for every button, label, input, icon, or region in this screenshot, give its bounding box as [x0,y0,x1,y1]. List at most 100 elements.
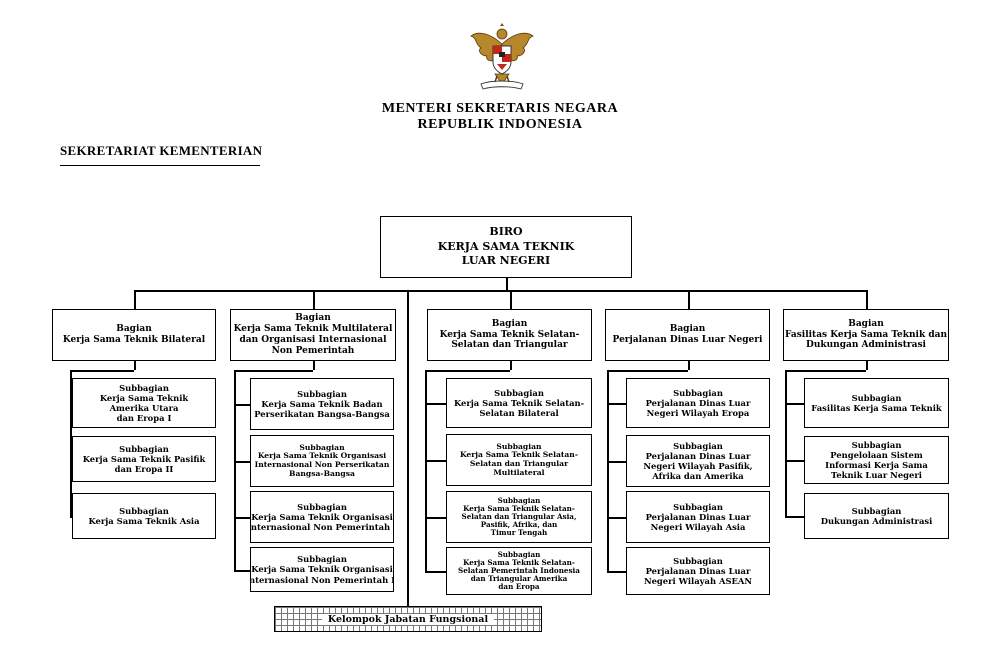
subbagian-box-line: Subbagian [673,440,723,451]
garuda-pancasila-emblem-icon [470,23,534,90]
bagian-down-connector [510,361,512,370]
subbagian-box-line: dan Eropa [498,581,540,591]
subbagian-branch-connector [234,517,250,519]
bagian-box-line: Bagian [116,324,152,335]
subbagian-box-line: Kerja Sama Teknik [99,392,189,403]
root-connector [506,278,508,290]
subbagian-box-line: Kerja Sama Teknik Asia [88,516,200,526]
fungsional-box: Kelompok Jabatan Fungsional [274,606,542,632]
section-title: SEKRETARIAT KEMENTERIAN [60,143,263,158]
subbagian-box-line: Perjalanan Dinas Luar [645,565,751,576]
subbagian-box-line: Kerja Sama Teknik Selatan- [453,397,585,408]
bagian-drop-connector [510,290,512,309]
subbagian-box-line: Subbagian [299,442,345,452]
subbagian-box-line: Timur Tengah [490,527,548,537]
bagian-box-line: Selatan dan Triangular [451,340,568,351]
subbagian-box-line: Subbagian [673,501,723,512]
subbagian-top-connector [234,370,313,372]
subbagian-branch-connector [234,570,250,572]
subbagian-box-line: dan Triangular Amerika [470,573,568,583]
subbagian-branch-connector [607,403,626,405]
subbagian-box-line: Multilateral [493,467,545,477]
subbagian-branch-connector [70,516,72,518]
header-line-1: MENTERI SEKRETARIS NEGARA [381,101,619,116]
subbagian-spine-connector [234,370,236,570]
bagian-box-line: dan Organisasi Internasional [239,335,387,345]
subbagian-box-line: Afrika dan Amerika [652,471,744,482]
section-title-underline [60,165,260,167]
bagian-box-line: Kerja Sama Teknik Selatan- [439,329,580,340]
fungsional-label: Kelompok Jabatan Fungsional [321,613,495,625]
subbagian-box-line: Selatan dan Triangular Asia, [461,512,577,522]
bagian-horizontal-connector [134,290,867,292]
subbagian-box-line: Internasional Non Pemerintah I [250,522,394,533]
bagian-down-connector [313,361,315,370]
subbagian-branch-connector [785,516,804,518]
subbagian-box-line: dan Eropa I [116,413,172,424]
subbagian-branch-connector [785,460,804,462]
subbagian-spine-connector [70,370,72,516]
subbagian-box-line: Internasional Non Perserikatan [254,460,390,469]
subbagian-box-line: Subbagian [297,388,347,399]
subbagian-box-line: Kerja Sama Teknik Selatan- [460,450,578,460]
subbagian-box-line: Subbagian [496,441,542,451]
subbagian-branch-connector [425,571,446,573]
subbagian-box-line: Kerja Sama Teknik Organisasi [251,564,393,575]
subbagian-box-line: Subbagian [119,443,169,454]
bagian-down-connector [866,361,868,370]
subbagian-box-line: Subbagian [673,555,723,566]
bagian-drop-connector [866,290,868,309]
subbagian-box-line: Amerika Utara [109,403,179,413]
bagian-box-line: Kerja Sama Teknik Multilateral [233,324,393,335]
subbagian-box-line: Perserikatan Bangsa-Bangsa [254,409,390,420]
bagian-drop-connector [688,290,690,309]
subbagian-top-connector [607,370,688,372]
bagian-box-line: Bagian [669,324,706,335]
subbagian-box-line: Subbagian [851,505,902,516]
subbagian-branch-connector [70,403,72,405]
subbagian-box-line: Subbagian [673,387,723,398]
subbagian-box-line: Perjalanan Dinas Luar [645,397,751,408]
subbagian-box-line: Selatan Bilateral [479,408,559,419]
subbagian-top-connector [425,370,510,372]
subbagian-branch-connector [425,403,446,405]
header-line-2: REPUBLIK INDONESIA [417,117,583,132]
subbagian-spine-connector [425,370,427,571]
subbagian-box-line: Kerja Sama Teknik Selatan- [463,504,575,514]
bagian-down-connector [688,361,690,370]
subbagian-box-line: Subbagian [119,505,169,516]
subbagian-box-line: Subbagian [497,496,541,506]
subbagian-box-line: Negeri Wilayah Asia [650,522,746,533]
root-unit-box-line: BIRO [489,224,523,238]
subbagian-box-line: Internasional Non Pemerintah II [250,574,394,585]
bagian-drop-connector [313,290,315,309]
fungsional-connector [407,290,409,606]
root-unit-box-line: LUAR NEGERI [461,254,551,268]
subbagian-branch-connector [425,517,446,519]
subbagian-top-connector [785,370,866,372]
subbagian-spine-connector [785,370,787,516]
subbagian-box-line: Subbagian [297,501,347,512]
subbagian-box-line: Informasi Kerja Sama [825,460,928,470]
subbagian-spine-connector [607,370,609,571]
subbagian-box-line: Selatan dan Triangular [469,459,569,468]
subbagian-box-line: Kerja Sama Teknik Selatan- [463,558,575,568]
subbagian-box-line: Subbagian [851,439,902,450]
subbagian-box-line: Fasilitas Kerja Sama Teknik [811,403,942,413]
